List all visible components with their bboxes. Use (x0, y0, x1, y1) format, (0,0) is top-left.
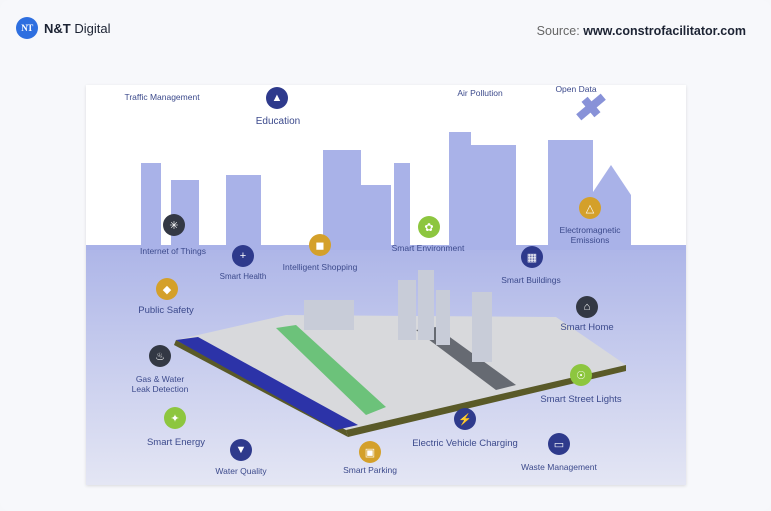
label-water-quality: Water Quality (215, 466, 267, 476)
brand-logo: NT (16, 17, 38, 39)
plug-icon: ⚡ (454, 408, 476, 430)
label-gas-water-leak-detection: Gas & Water Leak Detection (131, 374, 189, 394)
trash-bin-icon: ▭ (548, 433, 570, 455)
label-smart-health: Smart Health (219, 272, 267, 281)
car-icon: ▣ (359, 441, 381, 463)
source-url[interactable]: www.constrofacilitator.com (583, 24, 746, 38)
source-credit: Source: www.constrofacilitator.com (537, 24, 746, 38)
building-icon: ▦ (521, 246, 543, 268)
shopping-cart-icon: ◼ (309, 234, 331, 256)
label-internet-of-things: Internet of Things (140, 246, 206, 256)
graduation-cap-icon: ▲ (266, 87, 288, 109)
label-public-safety: Public Safety (138, 305, 194, 316)
label-open-data: Open Data (555, 85, 597, 94)
label-traffic-management: Traffic Management (124, 92, 200, 102)
wind-turbine-icon: ✦ (164, 407, 186, 429)
label-electromagnetic-emissions: Electromagnetic Emissions (559, 225, 621, 245)
label-smart-street-lights: Smart Street Lights (540, 394, 622, 405)
leaf-icon: ✿ (418, 216, 440, 238)
label-smart-energy: Smart Energy (146, 437, 206, 448)
smart-city-illustration: ◉ Traffic Management ▲ Education ✻ Air P… (86, 85, 686, 485)
label-waste-management: Waste Management (521, 462, 597, 472)
flame-icon: ♨ (149, 345, 171, 367)
label-ev-charging: Electric Vehicle Charging (412, 438, 518, 449)
shield-icon: ◆ (156, 278, 178, 300)
lightbulb-icon: ☉ (570, 364, 592, 386)
brand-name: N&T Digital (44, 20, 111, 36)
label-education: Education (255, 116, 301, 127)
house-icon: ⌂ (576, 296, 598, 318)
network-icon: ✳ (163, 214, 185, 236)
source-label: Source: (536, 24, 580, 38)
label-smart-buildings: Smart Buildings (501, 275, 561, 285)
label-smart-environment: Smart Environment (391, 243, 465, 253)
faucet-icon: ▼ (230, 439, 252, 461)
power-tower-icon: △ (579, 197, 601, 219)
label-intelligent-shopping: Intelligent Shopping (282, 262, 358, 272)
brand[interactable]: NT N&T Digital (16, 17, 110, 39)
label-smart-parking: Smart Parking (343, 465, 397, 475)
label-air-pollution: Air Pollution (457, 88, 503, 98)
label-smart-home: Smart Home (560, 322, 614, 333)
medical-kit-icon: + (232, 245, 254, 267)
